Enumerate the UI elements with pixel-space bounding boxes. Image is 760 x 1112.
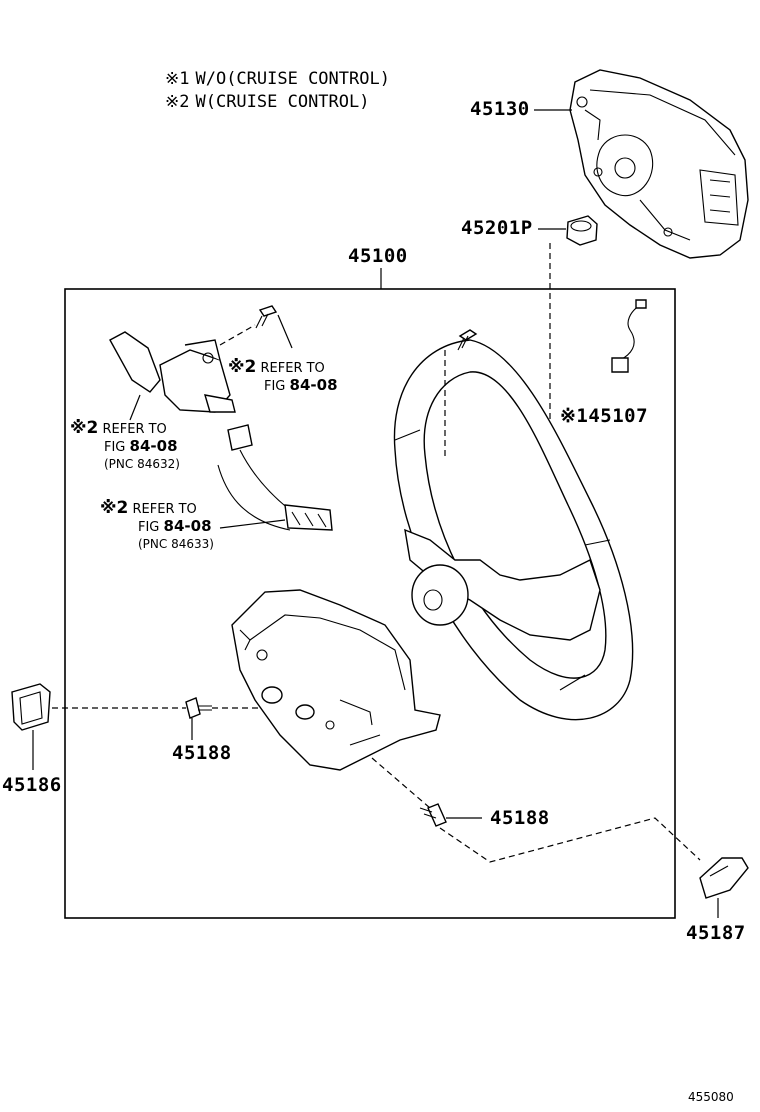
- switch-screw: [255, 305, 278, 329]
- note-2-mark: ※2: [165, 92, 190, 112]
- switch-harness: [217, 424, 333, 531]
- dash-switch-screw: [219, 324, 256, 346]
- ref-switch-top-line1: REFER TO: [260, 361, 325, 376]
- ref-harness-pnc: (PNC 84633): [138, 537, 214, 551]
- ref-harness-fig: FIG: [138, 520, 160, 535]
- airbag-module-45130: [569, 69, 749, 259]
- ref-switch-top-fignum: 84-08: [289, 376, 338, 394]
- note-1-mark: ※1: [165, 69, 190, 89]
- harness-145107: [611, 299, 647, 373]
- ref-switch-left-fig: FIG: [104, 440, 126, 455]
- ref-switch-left-pnc: (PNC 84632): [104, 457, 180, 471]
- screw-45188-b: [419, 803, 447, 827]
- note-2-text: W(CRUISE CONTROL): [195, 92, 370, 112]
- part-label-145107: ※145107: [560, 405, 649, 427]
- ref-switch-top-mark: ※2: [228, 357, 257, 377]
- note-1-text: W/O(CRUISE CONTROL): [195, 69, 390, 89]
- part-label-45188-b: 45188: [490, 807, 550, 829]
- part-label-45130: 45130: [470, 98, 530, 120]
- ref-harness-line1: REFER TO: [132, 502, 197, 517]
- ref-switch-left: ※2 REFER TO FIG 84-08 (PNC 84632): [70, 420, 180, 473]
- part-label-45187: 45187: [686, 922, 746, 944]
- leader-harness: [219, 519, 286, 529]
- leader-switch-left: [129, 394, 141, 421]
- nut-45201p: [566, 215, 598, 246]
- steering-wheel: [393, 339, 634, 721]
- part-label-45188-a: 45188: [172, 742, 232, 764]
- cover-45186: [11, 683, 51, 731]
- assembly-frame: [64, 288, 676, 919]
- ref-switch-left-mark: ※2: [70, 418, 99, 438]
- ref-harness: ※2 REFER TO FIG 84-08 (PNC 84633): [100, 500, 214, 553]
- cruise-switch: [109, 331, 236, 413]
- dash-cover-screw: [371, 757, 431, 809]
- leader-switch-top: [277, 314, 293, 349]
- ref-switch-left-fignum: 84-08: [129, 437, 178, 455]
- lower-cover: [231, 589, 441, 771]
- part-label-45201p: 45201P: [461, 217, 533, 239]
- cover-45187: [699, 857, 749, 899]
- ref-switch-top: ※2 REFER TO FIG 84-08: [228, 359, 338, 395]
- ref-switch-top-fig: FIG: [264, 379, 286, 394]
- dash-screw-cover-right: [439, 817, 701, 863]
- ref-switch-left-line1: REFER TO: [102, 422, 167, 437]
- ref-harness-fignum: 84-08: [163, 517, 212, 535]
- figure-code: 455080: [688, 1090, 734, 1104]
- part-label-45100: 45100: [348, 245, 408, 267]
- screw-45188-a: [185, 697, 212, 719]
- wheel-set-screw: [457, 329, 478, 351]
- part-label-45186: 45186: [2, 774, 62, 796]
- ref-harness-mark: ※2: [100, 498, 129, 518]
